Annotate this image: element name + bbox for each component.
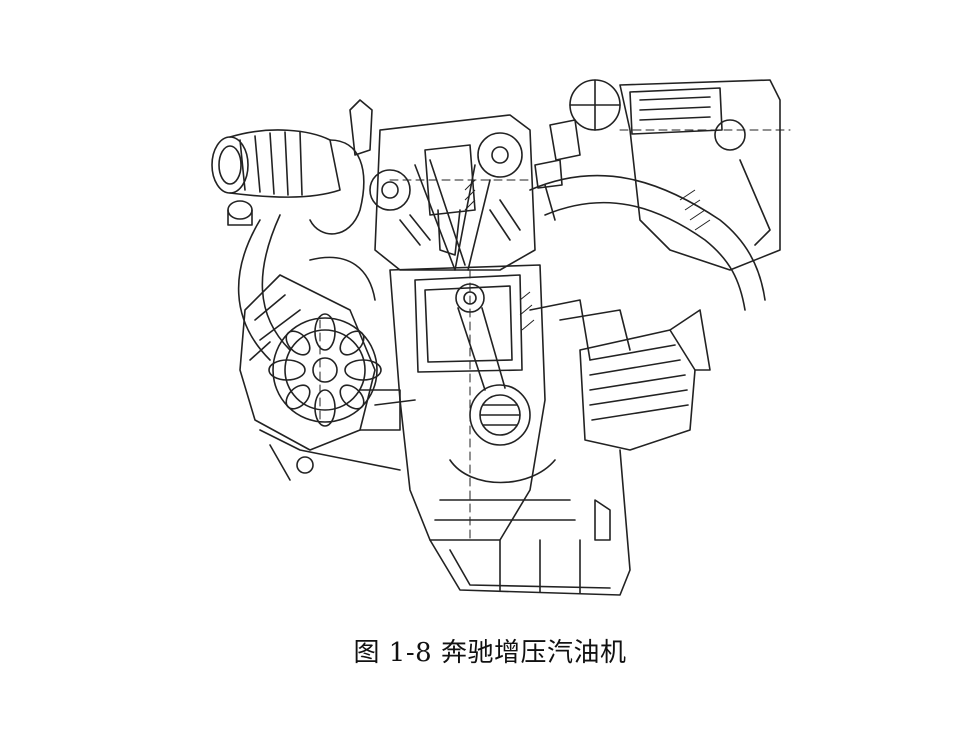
intake-runner-part — [529, 79, 781, 311]
exhaust-manifold-part — [237, 214, 376, 361]
engine-cutaway-drawing — [211, 79, 791, 596]
supercharger-part — [239, 274, 382, 451]
caption-number: 图 1-8 — [353, 638, 433, 668]
oil-pan-part — [429, 449, 631, 596]
cylinder-head-part — [369, 114, 536, 271]
center-lines — [319, 129, 791, 541]
caption-title: 奔驰增压汽油机 — [440, 638, 627, 668]
figure-caption: 图 1-8 奔驰增压汽油机 — [0, 632, 980, 669]
turbocharger-part — [211, 129, 365, 235]
section-hatching — [464, 179, 711, 331]
fuel-injector-part — [349, 99, 581, 221]
intercooler-part — [529, 299, 711, 451]
mounting-bracket-part — [259, 389, 416, 481]
